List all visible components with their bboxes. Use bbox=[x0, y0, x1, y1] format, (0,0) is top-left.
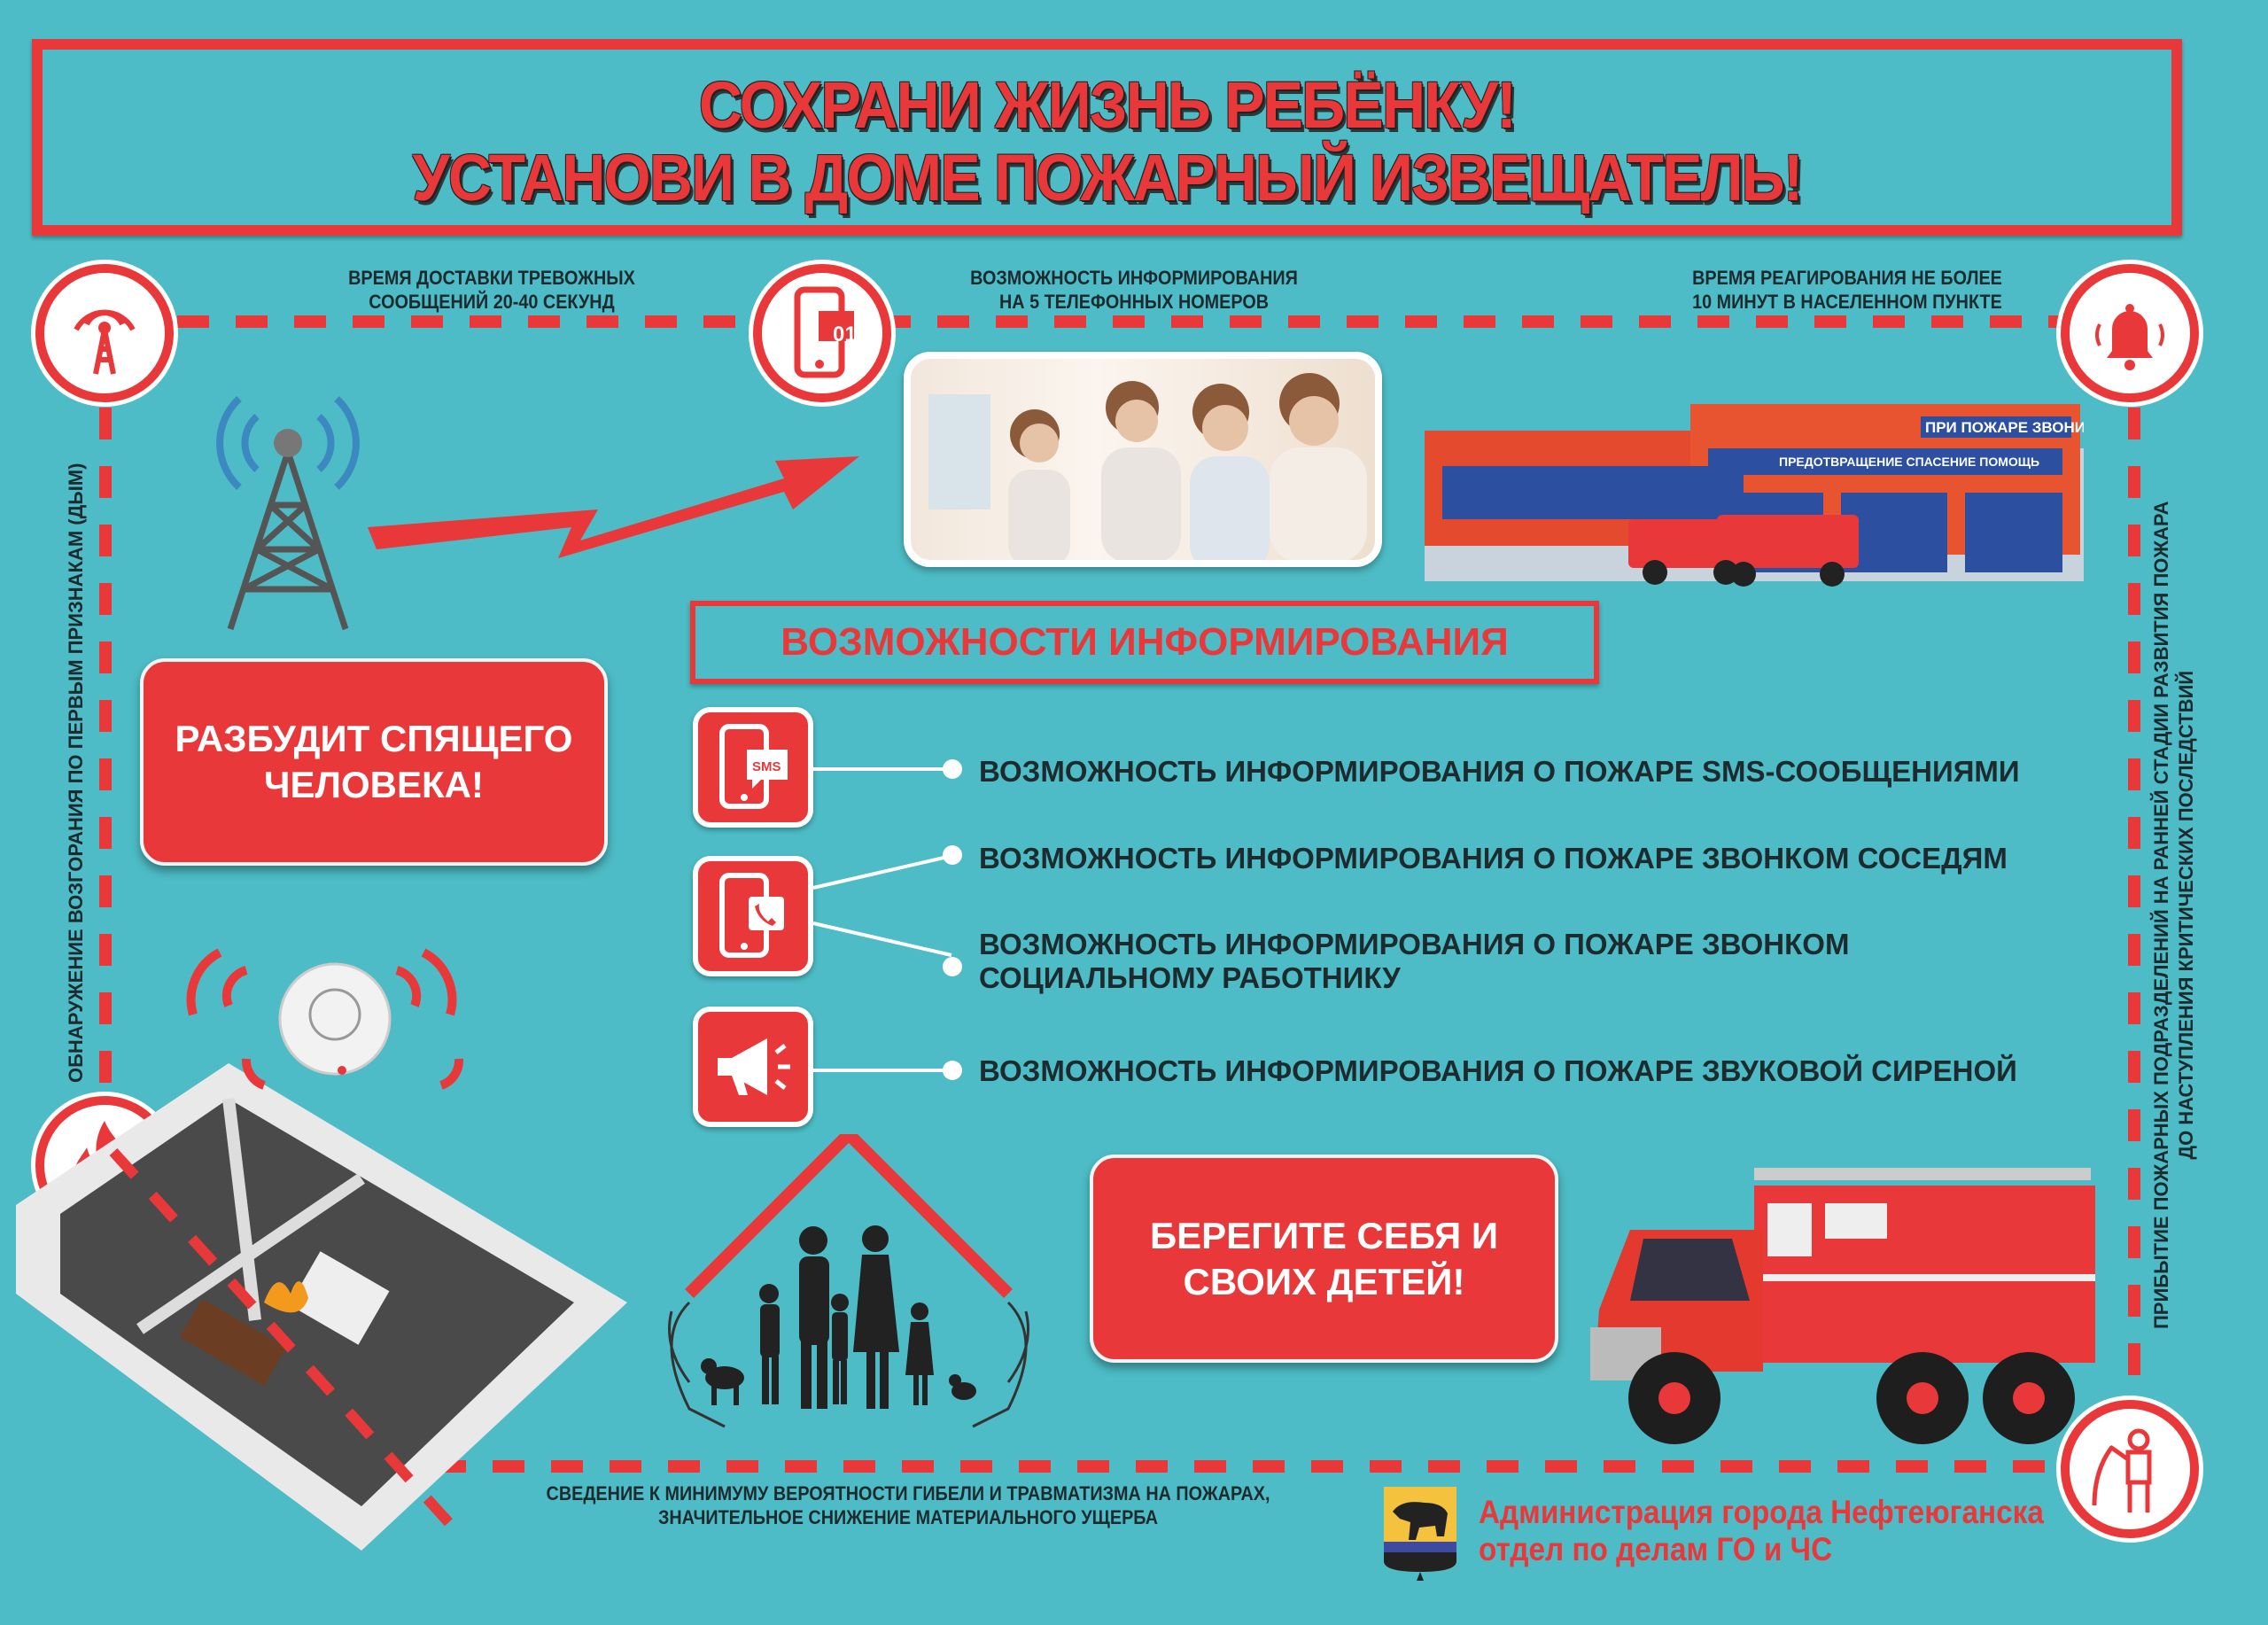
connector-dot bbox=[943, 957, 962, 976]
connector-line bbox=[813, 1069, 953, 1072]
connector-dot bbox=[943, 1061, 962, 1080]
caption-line: ВРЕМЯ ДОСТАВКИ ТРЕВОЖНЫХ bbox=[348, 267, 635, 289]
caption-delivery-time: ВРЕМЯ ДОСТАВКИ ТРЕВОЖНЫХ СООБЩЕНИЙ 20-40… bbox=[313, 266, 672, 314]
sms-label: SMS bbox=[752, 759, 781, 774]
right-vertical-line-2: ДО НАСТУПЛЕНИЯ КРИТИЧЕСКИХ ПОСЛЕДСТВИЙ bbox=[2175, 670, 2197, 1160]
wake-line-2: ЧЕЛОВЕКА! bbox=[264, 764, 484, 805]
bottom-caption-line-1: СВЕДЕНИЕ К МИНИМУМУ ВЕРОЯТНОСТИ ГИБЕЛИ И… bbox=[546, 1482, 1270, 1504]
phone-circle: 01 bbox=[753, 264, 891, 402]
radio-tower-illustration bbox=[216, 396, 360, 631]
title-banner: СОХРАНИ ЖИЗНЬ РЕБЁНКУ! УСТАНОВИ В ДОМЕ П… bbox=[32, 39, 2182, 236]
connector-line bbox=[812, 921, 952, 957]
section-heading: ВОЗМОЖНОСТИ ИНФОРМИРОВАНИЯ bbox=[690, 601, 1599, 684]
megaphone-icon bbox=[718, 1038, 790, 1095]
fire-station-image: ПРИ ПОЖАРЕ ЗВОНИТЬ 01 ПРЕДОТВРАЩЕНИЕ СПА… bbox=[1425, 404, 2126, 587]
right-vertical-line-1: ПРИБЫТИЕ ПОЖАРНЫХ ПОДРАЗДЕЛЕНИЙ НА РАННЕ… bbox=[2150, 501, 2172, 1330]
family-house-illustration bbox=[668, 1134, 1029, 1428]
connector-dot bbox=[943, 759, 962, 779]
title-line-1: СОХРАНИ ЖИЗНЬ РЕБЁНКУ! bbox=[698, 68, 1517, 142]
caption-line: 10 МИНУТ В НАСЕЛЕННОМ ПУНКТЕ bbox=[1692, 291, 2002, 313]
antenna-icon bbox=[74, 309, 136, 375]
caption-line: ВОЗМОЖНОСТЬ ИНФОРМИРОВАНИЯ bbox=[970, 267, 1298, 289]
call-tile bbox=[693, 856, 813, 976]
bottom-caption: СВЕДЕНИЕ К МИНИМУМУ ВЕРОЯТНОСТИ ГИБЕЛИ И… bbox=[474, 1481, 1343, 1529]
connector-dot bbox=[943, 845, 962, 865]
bell-circle bbox=[2061, 264, 2199, 402]
station-sign-2: ПРЕДОТВРАЩЕНИЕ СПАСЕНИЕ ПОМОЩЬ bbox=[1779, 455, 2039, 469]
dashed-line-left bbox=[99, 408, 112, 1090]
caption-line: НА 5 ТЕЛЕФОННЫХ НОМЕРОВ bbox=[998, 291, 1270, 313]
phone-icon bbox=[794, 286, 854, 378]
phone-number-label: 01 bbox=[833, 323, 857, 346]
dashed-line-right bbox=[2128, 408, 2140, 1435]
title-line-2: УСТАНОВИ В ДОМЕ ПОЖАРНЫЙ ИЗВЕЩАТЕЛЬ! bbox=[412, 141, 1803, 214]
right-vertical-caption: ПРИБЫТИЕ ПОЖАРНЫХ ПОДРАЗДЕЛЕНИЙ НА РАННЕ… bbox=[2149, 501, 2199, 1330]
call-center-photo bbox=[904, 352, 1382, 567]
feature-call-neighbors: ВОЗМОЖНОСТЬ ИНФОРМИРОВАНИЯ О ПОЖАРЕ ЗВОН… bbox=[979, 842, 2008, 875]
caption-line: ВРЕМЯ РЕАГИРОВАНИЯ НЕ БОЛЕЕ bbox=[1692, 267, 2002, 289]
feature-line: ВОЗМОЖНОСТЬ ИНФОРМИРОВАНИЯ О ПОЖАРЕ ЗВОН… bbox=[979, 928, 1850, 960]
fire-station-photo: ПРИ ПОЖАРЕ ЗВОНИТЬ 01 ПРЕДОТВРАЩЕНИЕ СПА… bbox=[1425, 369, 2126, 594]
station-sign-1: ПРИ ПОЖАРЕ ЗВОНИТЬ 01 bbox=[1925, 419, 2084, 436]
smoke-detector bbox=[278, 962, 392, 1076]
sms-tile: SMS bbox=[693, 707, 813, 828]
connector-line bbox=[813, 767, 953, 771]
apartment-illustration bbox=[16, 948, 627, 1551]
feature-line: СОЦИАЛЬНОМУ РАБОТНИКУ bbox=[979, 961, 1401, 994]
dashed-line-bottom bbox=[434, 1460, 2064, 1473]
sms-phone-icon: SMS bbox=[719, 724, 788, 809]
siren-tile bbox=[693, 1007, 813, 1127]
firefighter-icon bbox=[2092, 1428, 2152, 1512]
operators-image bbox=[928, 373, 1367, 560]
wake-sleeper-box: РАЗБУДИТ СПЯЩЕГО ЧЕЛОВЕКА! bbox=[140, 658, 608, 866]
footer-line-2: отдел по делам ГО и ЧС bbox=[1479, 1531, 1833, 1567]
care-line-1: БЕРЕГИТЕ СЕБЯ И bbox=[1149, 1214, 1499, 1256]
bell-icon bbox=[2095, 304, 2164, 370]
fire-truck-illustration bbox=[1590, 1168, 2095, 1444]
feature-sms: ВОЗМОЖНОСТЬ ИНФОРМИРОВАНИЯ О ПОЖАРЕ SMS-… bbox=[979, 755, 2020, 788]
firefighter-circle bbox=[2061, 1400, 2199, 1538]
footer-organization: Администрация города Нефтеюганска отдел … bbox=[1479, 1494, 2044, 1568]
connector-line bbox=[812, 854, 952, 890]
caption-phone-numbers: ВОЗМОЖНОСТЬ ИНФОРМИРОВАНИЯ НА 5 ТЕЛЕФОНН… bbox=[943, 266, 1325, 314]
bottom-caption-line-2: ЗНАЧИТЕЛЬНОЕ СНИЖЕНИЕ МАТЕРИАЛЬНОГО УЩЕР… bbox=[657, 1506, 1159, 1528]
feature-call-social-worker: ВОЗМОЖНОСТЬ ИНФОРМИРОВАНИЯ О ПОЖАРЕ ЗВОН… bbox=[979, 928, 1849, 995]
feature-siren: ВОЗМОЖНОСТЬ ИНФОРМИРОВАНИЯ О ПОЖАРЕ ЗВУК… bbox=[979, 1054, 2017, 1087]
call-phone-icon bbox=[719, 873, 784, 958]
care-line-2: СВОИХ ДЕТЕЙ! bbox=[1183, 1260, 1465, 1302]
footer-line-1: Администрация города Нефтеюганска bbox=[1479, 1494, 2044, 1530]
city-coat-of-arms bbox=[1384, 1487, 1456, 1581]
antenna-circle bbox=[35, 264, 174, 402]
caption-line: СООБЩЕНИЙ 20-40 СЕКУНД bbox=[369, 291, 615, 313]
wake-line-1: РАЗБУДИТ СПЯЩЕГО bbox=[175, 718, 573, 759]
dashed-line-top bbox=[177, 315, 2064, 328]
caption-response-time: ВРЕМЯ РЕАГИРОВАНИЯ НЕ БОЛЕЕ 10 МИНУТ В Н… bbox=[1668, 266, 2027, 314]
lightning-arrow bbox=[368, 456, 859, 558]
